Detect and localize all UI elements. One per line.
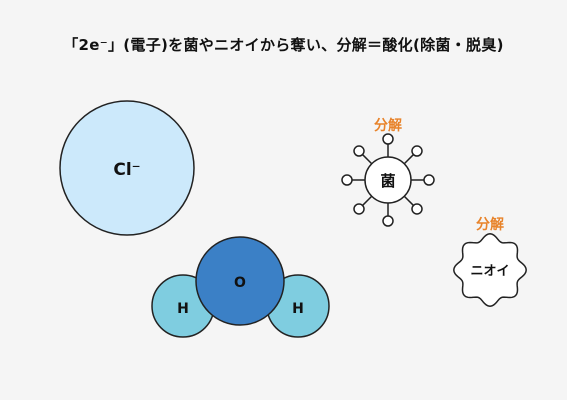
germ-spike [362,195,373,206]
oxygen-atom [195,236,285,326]
diagram-title: 「2e⁻」(電子)を菌やニオイから奪い、分解＝酸化(除菌・脱臭) [63,36,504,54]
germ: 分解 菌 [341,117,435,227]
hydrogen-label-left: H [177,301,189,317]
germ-spike-tip [353,145,365,157]
germ-spike-tip [341,174,353,186]
germ-spike-tip [382,215,394,227]
water-molecule: O H H [151,236,330,338]
odor: 分解 ニオイ [453,216,527,307]
germ-body [364,156,412,204]
germ-spike-tip [382,133,394,145]
odor-action-label: 分解 [476,216,504,233]
germ-label: 菌 [380,172,395,190]
germ-spike [403,154,414,165]
chloride-ion: Cl⁻ [59,100,195,236]
germ-spike-tip [411,145,423,157]
germ-spike-tip [353,203,365,215]
germ-spikes [341,133,435,227]
germ-action-label: 分解 [374,117,402,134]
germ-spike-tip [411,203,423,215]
odor-label: ニオイ [470,264,509,279]
hydrogen-label-right: H [292,301,304,317]
chloride-label: Cl⁻ [113,160,140,180]
germ-spike [403,195,414,206]
oxygen-label: O [234,275,246,291]
odor-cloud [453,233,527,307]
germ-spike [362,154,373,165]
germ-spike-tip [423,174,435,186]
